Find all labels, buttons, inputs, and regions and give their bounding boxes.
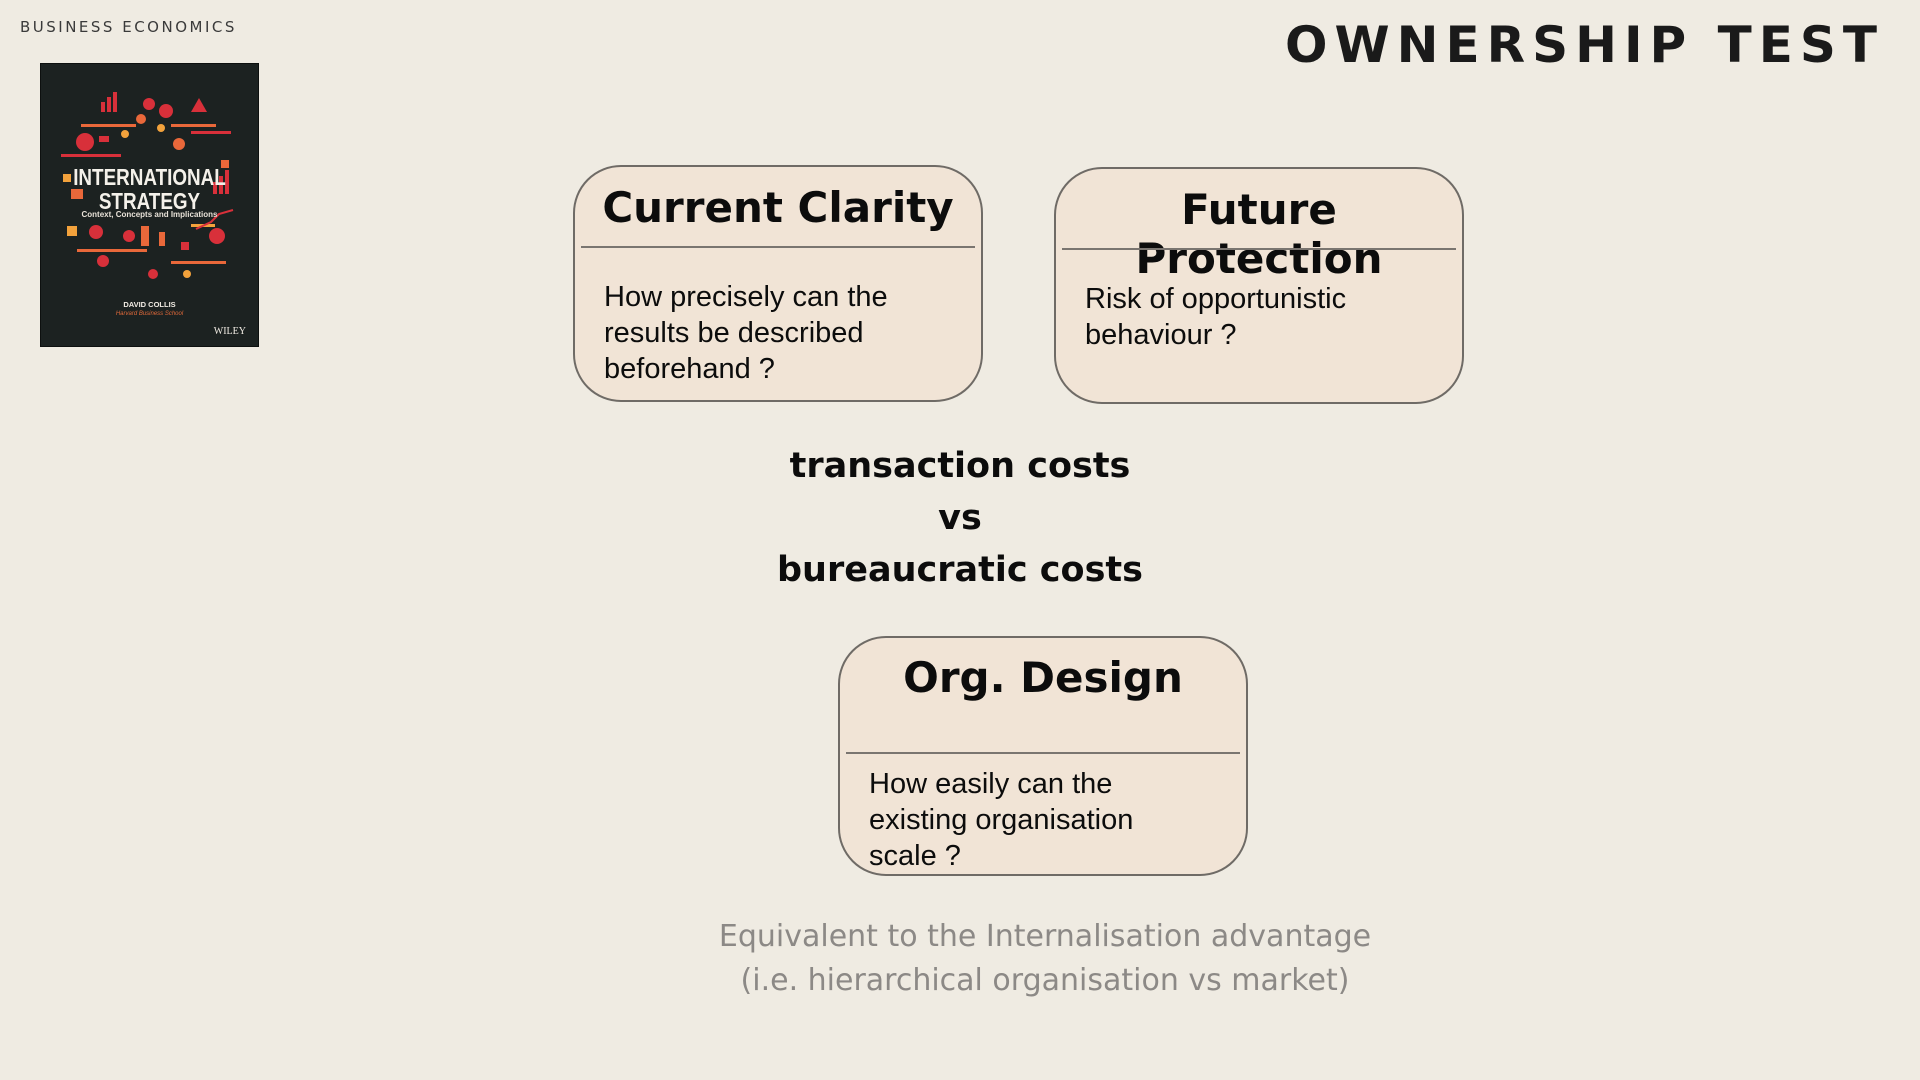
card-body-line: How easily can the — [869, 768, 1113, 800]
comparison-line-vs: vs — [938, 498, 982, 538]
book-author: DAVID COLLIS — [123, 300, 176, 309]
card-divider — [846, 752, 1240, 754]
card-body-line: Risk of opportunistic — [1085, 283, 1347, 315]
card-body-line: behaviour ? — [1085, 319, 1237, 351]
card-title: Current Clarity — [602, 183, 954, 232]
card-title: Org. Design — [903, 653, 1183, 702]
card-body: How precisely can the results be describ… — [604, 279, 961, 387]
book-cover-image: INTERNATIONAL STRATEGY Context, Concepts… — [41, 64, 258, 346]
book-publisher: WILEY — [213, 326, 246, 337]
cover-illustration — [61, 92, 234, 279]
card-body: How easily can the existing organisation… — [869, 766, 1226, 874]
comparison-line-bureaucratic: bureaucratic costs — [777, 550, 1143, 590]
card-body-line: scale ? — [869, 840, 961, 872]
book-title-line2: STRATEGY — [98, 188, 201, 214]
card-divider — [581, 246, 975, 248]
footnote-line1: Equivalent to the Internalisation advant… — [718, 919, 1372, 954]
book-title-line1: INTERNATIONAL — [73, 164, 226, 190]
page-title: OWNERSHIP TEST — [1284, 16, 1884, 74]
card-current-clarity: Current Clarity How precisely can the re… — [573, 165, 983, 402]
card-body-line: How precisely can the — [604, 281, 888, 313]
footnote-line2: (i.e. hierarchical organisation vs marke… — [740, 963, 1350, 998]
card-body: Risk of opportunistic behaviour ? — [1085, 281, 1442, 353]
section-kicker: BUSINESS ECONOMICS — [20, 18, 237, 36]
card-title: Future Protection — [1135, 185, 1383, 283]
card-body-line: results be described — [604, 317, 864, 349]
card-future-protection: Future Protection Risk of opportunistic … — [1054, 167, 1464, 404]
card-org-design: Org. Design How easily can the existing … — [838, 636, 1248, 876]
card-body-line: existing organisation — [869, 804, 1134, 836]
book-subtitle: Context, Concepts and Implications — [81, 210, 218, 219]
comparison-line-transaction: transaction costs — [789, 446, 1131, 486]
book-affiliation: Harvard Business School — [115, 311, 184, 317]
card-divider — [1062, 248, 1456, 250]
card-body-line: beforehand ? — [604, 353, 775, 385]
